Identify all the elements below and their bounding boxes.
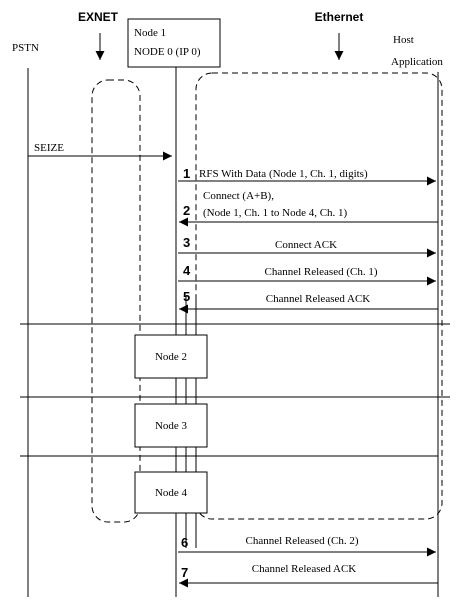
msg-7-number: 7 — [181, 565, 188, 580]
msg-5-label: Channel Released ACK — [266, 293, 371, 305]
host-label: Host — [393, 34, 414, 46]
node1-label: Node 1 — [134, 27, 166, 39]
pstn-label: PSTN — [12, 42, 39, 54]
msg-4-number: 4 — [183, 263, 191, 278]
application-label: Application — [391, 56, 443, 68]
msg-7-label: Channel Released ACK — [252, 563, 357, 575]
node1-box — [127, 18, 221, 68]
msg-2-label-line1: Connect (A+B), — [203, 190, 274, 202]
node2-box — [134, 334, 208, 379]
exnet-header: EXNET — [78, 10, 119, 24]
msg-6-label: Channel Released (Ch. 2) — [245, 535, 358, 547]
node3-box — [134, 403, 208, 448]
exnet-dashed-region — [91, 79, 141, 523]
ethernet-header: Ethernet — [315, 10, 364, 24]
msg-2-label-line2: (Node 1, Ch. 1 to Node 4, Ch. 1) — [203, 207, 348, 219]
node4-box — [134, 471, 208, 514]
msg-5-number: 5 — [183, 289, 190, 304]
msg-4-label: Channel Released (Ch. 1) — [264, 266, 377, 278]
node3-label: Node 3 — [155, 420, 188, 432]
msg-1-number: 1 — [183, 166, 190, 181]
seize-label: SEIZE — [34, 142, 64, 154]
msg-3-label: Connect ACK — [275, 239, 337, 251]
node1-ip-label: NODE 0 (IP 0) — [134, 46, 201, 58]
msg-1-label: RFS With Data (Node 1, Ch. 1, digits) — [199, 168, 368, 180]
msg-2-number: 2 — [183, 203, 190, 218]
msg-3-number: 3 — [183, 235, 190, 250]
node2-label: Node 2 — [155, 351, 187, 363]
node4-label: Node 4 — [155, 487, 188, 499]
msg-6-number: 6 — [181, 535, 188, 550]
